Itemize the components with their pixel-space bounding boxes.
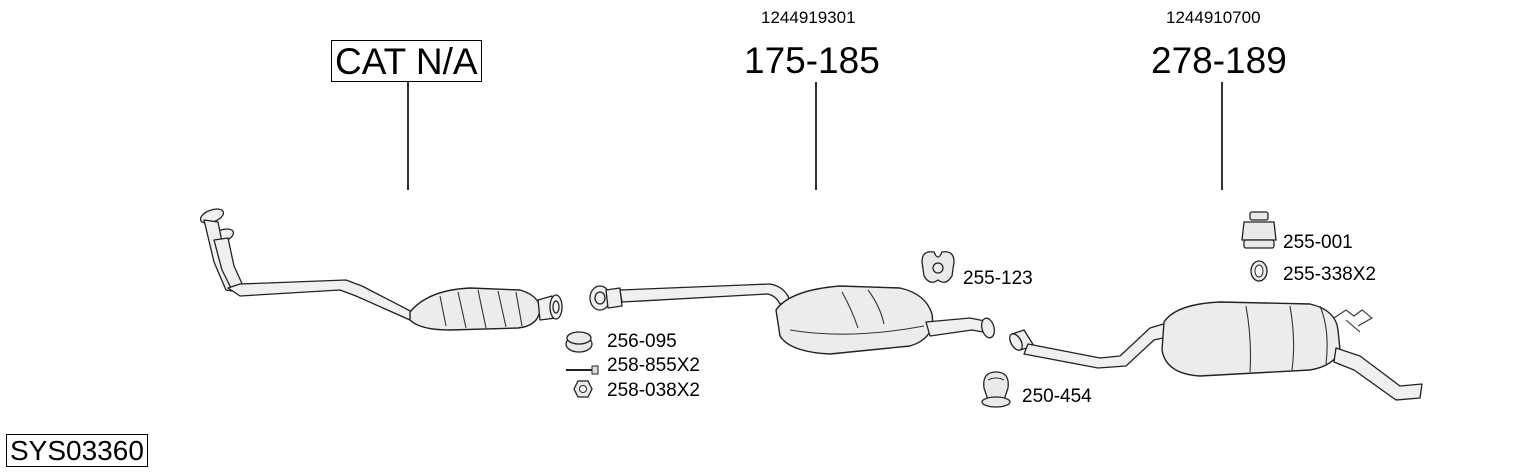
hanger-255-123-icon[interactable]: [921, 251, 955, 283]
clamp-label: 250-454: [1022, 386, 1092, 407]
center-silencer-part[interactable]: [589, 283, 996, 355]
clamp-ring-label: 256-095: [607, 331, 677, 352]
rubber-mount-255-001-icon[interactable]: [1241, 211, 1277, 249]
clamp-250-454-icon[interactable]: [981, 371, 1011, 408]
nut-label: 258-038X2: [607, 380, 700, 401]
hanger-label: 255-123: [963, 268, 1033, 289]
nut-258-038x2-icon[interactable]: [573, 380, 593, 398]
center-silencer-part-number: 175-185: [744, 40, 880, 81]
front-pipe-catalyst-part[interactable]: [199, 206, 563, 331]
bolt-label: 258-855X2: [607, 355, 700, 376]
rubber-ring-255-338x2-icon[interactable]: [1250, 260, 1268, 282]
catalyst-part-number: CAT N/A: [331, 40, 482, 82]
bolt-258-855x2-icon[interactable]: [566, 365, 599, 375]
rear-silencer-part[interactable]: [1007, 301, 1423, 401]
clamp-ring-256-095-icon[interactable]: [565, 331, 593, 353]
rear-silencer-oem-number: 1244910700: [1166, 8, 1261, 27]
rear-silencer-part-number: 278-189: [1151, 40, 1287, 81]
rubber-ring-label: 255-338X2: [1283, 264, 1376, 285]
center-silencer-oem-number: 1244919301: [761, 8, 856, 27]
system-code: SYS03360: [6, 434, 148, 467]
rubber-mount-label: 255-001: [1283, 232, 1353, 253]
